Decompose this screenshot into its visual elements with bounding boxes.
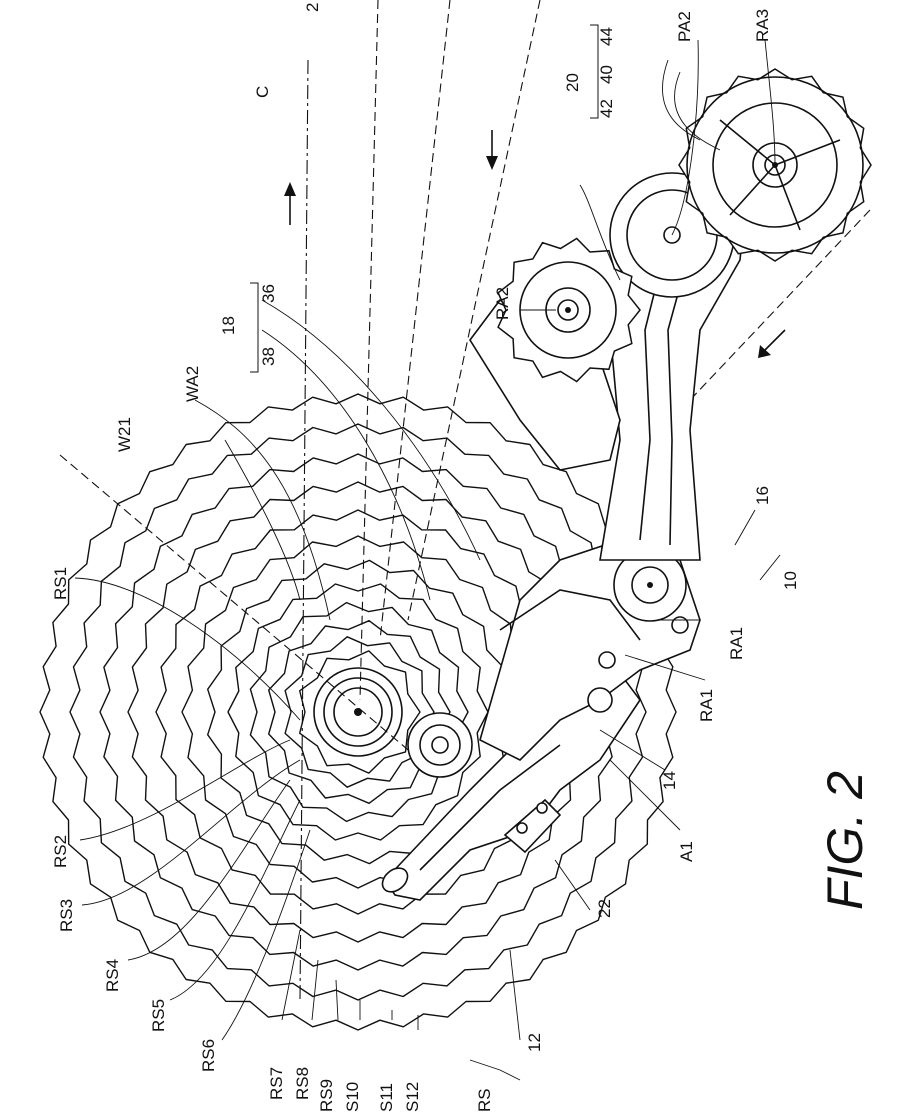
base-member [381,658,641,901]
sprocket-ring [155,509,561,915]
label-RA2: RA2 [493,287,512,320]
label-S10: S10 [343,1082,362,1112]
label-12: 12 [525,1033,544,1052]
label-WA2: WA2 [183,366,202,402]
label-brace-20 [590,24,599,119]
label-RS3: RS3 [57,899,76,932]
label-RS8: RS8 [293,1067,312,1100]
label-brace-18 [250,282,259,373]
label-22: 22 [595,899,614,918]
figure-title: FIG. 2 [817,771,873,910]
label-S12: S12 [403,1082,422,1112]
label-RS: RS [475,1088,494,1112]
linkage-body [407,539,701,778]
label-42: 42 [597,99,616,118]
label-38: 38 [259,347,278,366]
hub-center [313,667,403,757]
sprocket-ring [127,481,589,943]
label-RS4: RS4 [103,959,122,992]
label-RS6: RS6 [199,1039,218,1072]
label-14: 14 [660,771,679,790]
sprocket-ring [268,620,451,804]
label-C: C [253,86,272,98]
label-RS1: RS1 [51,567,70,600]
label-RA1-upper: RA1 [727,627,746,660]
sprocket-ring [99,453,617,971]
label-RS2: RS2 [51,835,70,868]
label-RA3: RA3 [753,9,772,42]
leader-lines [74,39,781,1081]
sprocket-ring [249,601,469,823]
label-2: 2 [303,3,322,12]
label-RS7: RS7 [267,1067,286,1100]
label-A1: A1 [677,841,696,862]
label-44: 44 [597,27,616,46]
label-20: 20 [563,73,582,92]
labels: RS1 RS2 RS3 RS4 RS5 RS6 RS7 RS8 RS9 S10 … [51,3,873,1112]
label-RS9: RS9 [317,1079,336,1112]
sprocket-ring [284,636,435,788]
label-RA1-lower: RA1 [697,689,716,722]
label-18: 18 [219,316,238,335]
sprocket-ring [227,583,489,841]
sprocket-ring [69,423,647,1001]
label-W21: W21 [115,417,134,452]
sprocket-ring [299,650,421,774]
label-PA2: PA2 [675,11,694,42]
label-RS5: RS5 [149,999,168,1032]
label-16: 16 [753,486,772,505]
label-10: 10 [781,571,800,590]
label-36: 36 [259,284,278,303]
label-40: 40 [597,65,616,84]
direction-arrows [284,130,786,358]
label-S11: S11 [377,1083,396,1112]
